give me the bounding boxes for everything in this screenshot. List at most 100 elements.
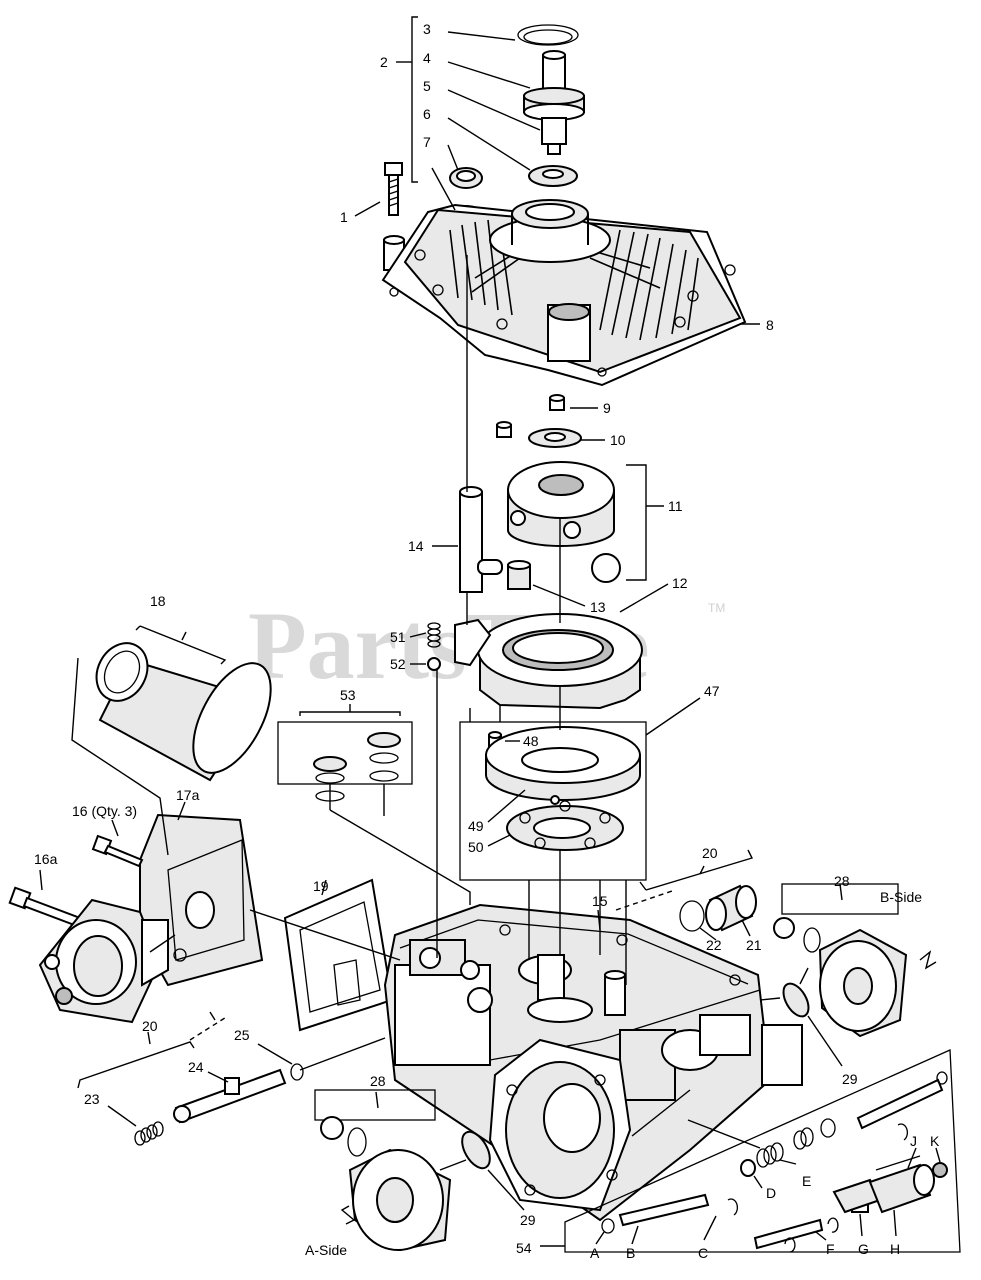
callout-G: G <box>858 1241 869 1257</box>
filter-housing <box>38 898 169 1024</box>
a-side-flange <box>488 1038 632 1212</box>
callout-E: E <box>802 1173 811 1189</box>
part-F-rod <box>753 1217 839 1253</box>
callout-C: C <box>698 1245 708 1261</box>
callout-47: 47 <box>704 683 720 699</box>
part-28-a-side-bracket <box>314 1089 436 1121</box>
callout-22: 22 <box>706 937 722 953</box>
b-side-label: B-Side <box>880 889 922 905</box>
callout-H: H <box>890 1241 900 1257</box>
callout-D: D <box>766 1185 776 1201</box>
part-9-screw <box>549 394 565 411</box>
callout-1: 1 <box>340 209 348 225</box>
part-14-tube <box>459 486 503 593</box>
part-29-a-side-seal <box>461 1130 491 1170</box>
part-51-spring <box>427 622 441 648</box>
callout-11: 11 <box>668 498 683 514</box>
callout-21: 21 <box>746 937 762 953</box>
part-H-lever <box>868 1163 935 1214</box>
callout-10: 10 <box>610 432 626 448</box>
part-13-slider <box>507 560 531 590</box>
part-B-rod <box>618 1193 710 1227</box>
callout-A: A <box>590 1245 600 1261</box>
callout-51: 51 <box>390 629 406 645</box>
callout-25: 25 <box>234 1027 250 1043</box>
callout-9: 9 <box>603 400 611 416</box>
callout-29-a-side: 29 <box>520 1212 536 1228</box>
callout-24: 24 <box>188 1059 204 1075</box>
part-54-kit-box <box>564 1049 961 1253</box>
part-J-spring <box>875 1155 921 1171</box>
callout-19: 19 <box>313 878 329 894</box>
callout-7: 7 <box>423 134 431 150</box>
callout-54: 54 <box>516 1240 532 1256</box>
callout-20-upper: 20 <box>702 845 718 861</box>
part-28-b-side-valve <box>773 917 908 1038</box>
part-50-rotor <box>506 800 624 851</box>
callout-B: B <box>626 1245 635 1261</box>
callout-18: 18 <box>150 593 166 609</box>
callout-5: 5 <box>423 78 431 94</box>
part-8-top-cover <box>381 199 747 387</box>
callout-16: 16 (Qty. 3) <box>72 803 137 819</box>
part-10-washer <box>528 428 582 448</box>
part-53-check-valves <box>313 732 401 802</box>
callout-20-lower: 20 <box>142 1018 158 1034</box>
part-22-o-ring <box>679 900 705 932</box>
callout-49: 49 <box>468 818 484 834</box>
part-52-ball <box>427 657 441 671</box>
callout-12: 12 <box>672 575 688 591</box>
part-17a-plate <box>139 813 264 987</box>
part-11-cylinder-block <box>507 461 621 583</box>
callout-29-b-side: 29 <box>842 1071 858 1087</box>
part-A-ring <box>601 1218 615 1234</box>
part-D-ring <box>740 1159 756 1177</box>
callout-53: 53 <box>340 687 356 703</box>
callout-4: 4 <box>423 50 431 66</box>
callout-15: 15 <box>592 893 608 909</box>
part-C-clip <box>727 1198 739 1216</box>
part-K-nut <box>932 1162 948 1178</box>
part-18-filter <box>95 642 272 782</box>
part-29-b-side-seal <box>782 982 810 1018</box>
callout-J: J <box>910 1133 917 1149</box>
part-25-o-ring <box>290 1063 304 1081</box>
part-3-retaining-ring <box>517 24 579 46</box>
callout-3: 3 <box>423 21 431 37</box>
part-23-spring <box>134 1121 164 1146</box>
callout-labels: 3 4 5 6 7 2 1 8 9 10 11 14 13 12 51 52 4… <box>34 21 940 1261</box>
callout-17a: 17a <box>176 787 200 803</box>
callout-6: 6 <box>423 106 431 122</box>
callout-23: 23 <box>84 1091 100 1107</box>
part-16a-bolt <box>8 886 82 928</box>
callout-52: 52 <box>390 656 406 672</box>
leader-lines <box>39 16 941 1247</box>
part-28-a-side-valve <box>320 1116 452 1252</box>
part-1-bolt <box>384 162 403 216</box>
callout-8: 8 <box>766 317 774 333</box>
part-16-bolt <box>91 834 144 868</box>
callout-K: K <box>930 1133 940 1149</box>
callout-28-a-side: 28 <box>370 1073 386 1089</box>
part-47-kit-box <box>459 721 647 881</box>
callout-50: 50 <box>468 839 484 855</box>
part-24-bypass-rod <box>173 1068 287 1124</box>
part-21-plug <box>705 884 757 932</box>
part-E-spring <box>756 1127 814 1168</box>
callout-13: 13 <box>590 599 606 615</box>
upper-rod-kit <box>820 1071 948 1141</box>
callout-F: F <box>826 1241 835 1257</box>
callout-16a: 16a <box>34 851 58 867</box>
part-6-seal <box>528 165 578 187</box>
part-4-input-shaft <box>523 50 585 155</box>
screw-left <box>496 421 512 438</box>
callout-28-b-side: 28 <box>834 873 850 889</box>
watermark-tm: TM <box>708 601 725 615</box>
a-side-label: A-Side <box>305 1242 347 1258</box>
part-12-swashplate <box>454 613 643 710</box>
part-19-gasket <box>283 878 394 1032</box>
part-53-kit-box <box>277 721 413 785</box>
part-49-plate <box>485 726 641 805</box>
callout-48: 48 <box>523 733 539 749</box>
callout-14: 14 <box>408 538 424 554</box>
